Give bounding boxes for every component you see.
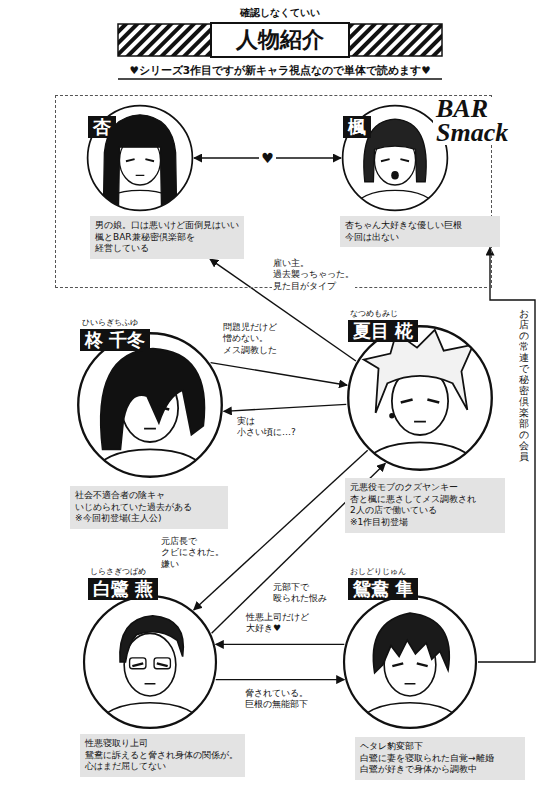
edge-heart: ♥ [259, 150, 276, 166]
relation-arrow [216, 679, 345, 680]
edge-label: 脅されている。 巨根の無能部下 [244, 688, 309, 711]
shoulders [90, 703, 210, 736]
bar-logo: BAR Smack [433, 97, 511, 145]
furigana: おしどりじゅん [350, 567, 406, 577]
eye [381, 159, 390, 161]
eye [417, 663, 428, 666]
eye [126, 159, 135, 161]
portrait-outline [348, 326, 492, 470]
name-tag: 柊 千冬 [80, 329, 150, 351]
edge-label: 性悪上司だけど 大好き♥ [245, 612, 310, 635]
portrait-outline [343, 106, 448, 211]
portrait-outline [84, 596, 216, 728]
character-node: ひいらぎちふゆ柊 千冬社会不適合者の陰キャ いじめられていた過去がある ※今回初… [76, 331, 224, 479]
portrait-circle [82, 594, 218, 730]
name-tag: 鴛鴦 隼 [348, 578, 418, 600]
eye [145, 159, 154, 161]
description-box: 社会不適合者の陰キャ いじめられていた過去がある ※今回初登場(主人公) [70, 486, 228, 529]
portrait-circle [346, 324, 494, 472]
shoulders [85, 449, 215, 485]
eye [392, 663, 403, 666]
description-box: 杏ちゃん大好きな優しい巨根 今回は出ない [340, 216, 500, 247]
edge-label: 問題児だけど 憎めない。 メス調教した [222, 322, 278, 356]
relation-arrow [211, 363, 348, 386]
vertical-edge-label: お店の常連で 秘密倶楽部の会員 [519, 308, 529, 462]
shoulders [347, 190, 442, 216]
furigana: なつめもみじ [350, 309, 398, 319]
glasses [130, 658, 146, 669]
hair [364, 119, 426, 182]
mouth [144, 428, 156, 430]
furigana: ひいらぎちふゆ [82, 318, 138, 328]
character-node: しらさぎつばめ白鷺 燕性悪寝取り上司 鴛鴦に訴えると脅され身体の関係が。 心はま… [82, 594, 218, 730]
portrait-circle [76, 331, 224, 479]
glasses [154, 658, 170, 669]
title-box: 人物紹介 [210, 22, 350, 58]
note-label: ♥シリーズ3作目ですが新キャラ視点なので単体で読めます♥ [0, 63, 560, 77]
name-tag: 白鷺 燕 [88, 578, 158, 600]
eye [157, 663, 168, 666]
portrait [85, 349, 215, 485]
shoulders [355, 442, 485, 478]
description-box: 元悪役モブのクズヤンキー 杏と楓に悪さしてメス調教され 2人の店で働いている ※… [345, 478, 505, 533]
character-node: なつめもみじ夏目 椛元悪役モブのクズヤンキー 杏と楓に悪さしてメス調教され 2人… [346, 324, 494, 472]
relation-arrow [224, 404, 347, 411]
description-box: ヘタレ豹変部下 白鷺に妻を寝取られた自覚→離婚 白鷺が好きで身体から調教中 [355, 737, 525, 780]
relation-arrow [194, 450, 368, 610]
relation-arrow [478, 247, 535, 662]
name-tag: 夏目 椛 [348, 320, 418, 342]
mouth [136, 175, 145, 176]
portrait-outline [88, 106, 193, 211]
portrait [350, 613, 470, 735]
character-node: 杏男の娘。口は悪いけど面倒見はいい 楓とBAR兼秘密倶楽部を 経営している [86, 104, 194, 212]
eye [132, 663, 143, 666]
eye [157, 406, 169, 409]
hair [120, 616, 183, 662]
furigana: しらさぎつばめ [90, 567, 146, 577]
portrait-circle [342, 594, 478, 730]
subtitle-rule [118, 78, 442, 80]
title-stripe-band [118, 24, 212, 56]
portrait [355, 330, 485, 478]
eye [401, 399, 413, 402]
eye [400, 159, 409, 161]
portrait [90, 616, 210, 736]
hair [364, 330, 474, 413]
edge-label: 雇い主。 過去襲っちゃった。 見た目がタイプ [272, 258, 355, 292]
name-tag: 楓 [343, 116, 371, 138]
edge-label: 元店長で クビにされた。 嫌い [160, 536, 225, 570]
edge-label: 実は 小さい頃に…? [236, 416, 297, 439]
mouth [405, 683, 416, 685]
eye [427, 399, 439, 402]
shoulders [350, 703, 470, 736]
note-label: 確認しなくていい [0, 6, 560, 19]
mouth [391, 171, 399, 180]
relation-arrow [216, 644, 345, 645]
edge-label: 元部下で 殴られた恨み [272, 582, 328, 605]
hair [373, 613, 449, 673]
mouth [145, 683, 156, 685]
title-stripe-band [348, 24, 442, 56]
character-node: おしどりじゅん鴛鴦 隼ヘタレ豹変部下 白鷺に妻を寝取られた自覚→離婚 白鷺が好き… [342, 594, 478, 730]
hair [101, 349, 205, 450]
name-tag: 杏 [88, 116, 116, 138]
portrait-outline [344, 596, 476, 728]
description-box: 男の娘。口は悪いけど面倒見はいい 楓とBAR兼秘密倶楽部を 経営している [90, 216, 244, 259]
mouth [414, 421, 426, 423]
description-box: 性悪寝取り上司 鴛鴦に訴えると脅され身体の関係が。 心はまだ屈してない [80, 734, 245, 777]
face [124, 633, 176, 696]
portrait-outline [78, 333, 222, 477]
earring [389, 413, 394, 418]
